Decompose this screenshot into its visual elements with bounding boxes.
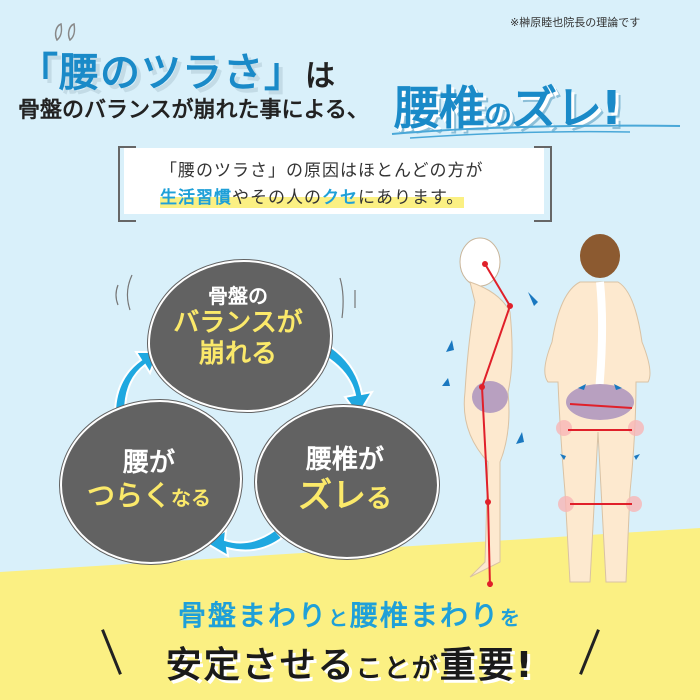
footer-line1: 骨盤まわりと腰椎まわりを [0, 594, 700, 634]
footer-lumbar: 腰椎まわり [350, 599, 501, 632]
cycle-top-line3: 崩れる [198, 339, 277, 370]
cycle-top-line2: バランスが [173, 308, 303, 338]
cycle-top-line1: 骨盤の [208, 284, 268, 308]
footer-to: と [328, 606, 350, 630]
cycle-left-line2a: つらく [86, 479, 171, 513]
cause-line2: 生活習慣やその人のクセにあります。 [160, 183, 465, 208]
side-view-figure [459, 237, 513, 588]
accent-no: の [484, 98, 512, 131]
cycle-right-line1: 腰椎が [305, 445, 384, 475]
title-main: 腰のツラさ [59, 50, 264, 96]
back-view-figure [544, 234, 651, 583]
accent-underline [391, 124, 681, 139]
footer-line2: 安定させることが重要! [0, 636, 700, 688]
subtitle: 骨盤のバランスが崩れた事による、 [18, 98, 369, 123]
motion-arrows-icon [442, 292, 640, 460]
footer-stabilize: 安定させる [165, 645, 356, 686]
bracket-left [118, 146, 136, 222]
footer-wo: を [500, 606, 523, 630]
footer-koto: ことが [355, 654, 440, 684]
arrow-right-to-left-icon [204, 528, 284, 558]
posture-illustration [442, 234, 651, 588]
cycle-node-pelvis-imbalance [148, 260, 332, 412]
cause-mid: やその人の [232, 188, 322, 208]
highlight-habit: クセ [322, 188, 358, 208]
title-particle: は [305, 59, 336, 94]
cycle-node-lumbar-shift [255, 405, 439, 559]
cycle-node-back-pain [60, 400, 242, 564]
cycle-right-text: 腰椎が ズレる [255, 445, 435, 517]
shake-lines-icon [115, 274, 356, 319]
theory-note: ※榊原睦也院長の理論です [510, 16, 641, 29]
footer-important: 重要! [439, 645, 535, 686]
cycle-right-line2a: ズレ [297, 476, 366, 517]
arrow-left-to-top-icon [113, 351, 160, 413]
footer-pelvis: 骨盤まわり [177, 599, 328, 632]
headline-title: 「腰のツラさ」は [18, 40, 336, 98]
quote-open: 「 [18, 50, 59, 96]
cycle-left-line2b: なる [171, 486, 211, 511]
cause-end: にあります。 [358, 188, 465, 208]
highlight-lifestyle: 生活習慣 [160, 188, 232, 208]
arrow-top-to-right-icon [316, 341, 375, 417]
quote-close: 」 [264, 50, 305, 96]
cycle-top-text: 骨盤の バランスが 崩れる [148, 284, 328, 370]
cycle-left-line1: 腰が [122, 448, 175, 478]
bracket-right [534, 146, 552, 222]
sweat-icon [54, 22, 76, 42]
cause-line1: 「腰のツラさ」の原因はほとんどの方が [160, 161, 484, 181]
cycle-left-text: 腰が つらくなる [60, 448, 238, 513]
accent-lumbar: 腰椎 [394, 81, 485, 135]
cycle-right-line2b: る [365, 484, 392, 515]
